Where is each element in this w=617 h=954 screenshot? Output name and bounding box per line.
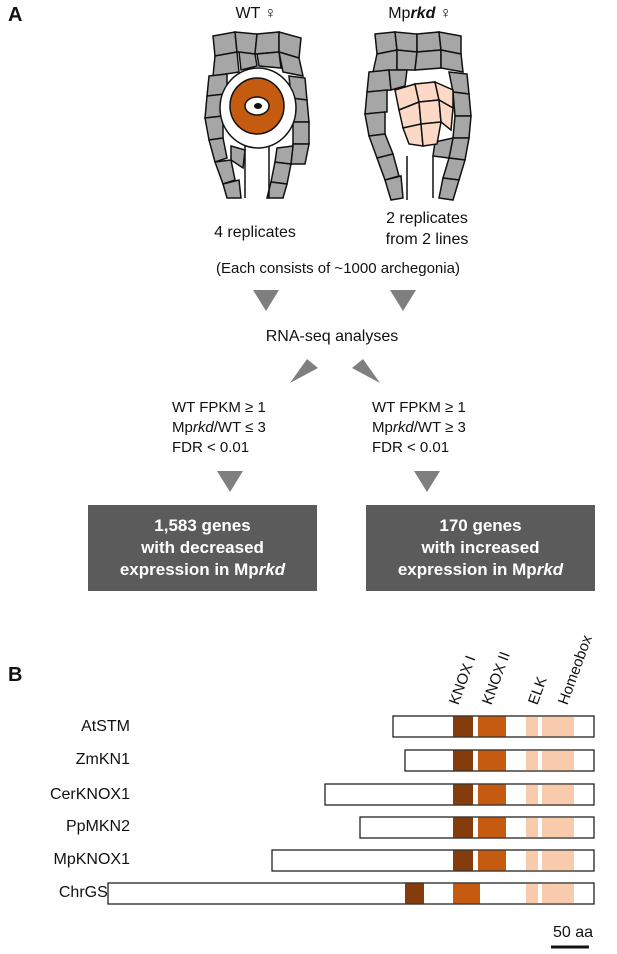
decreased-genes-box: 1,583 genes with decreased expression in… xyxy=(88,505,317,591)
mutant-replicates: 2 replicates from 2 lines xyxy=(385,210,469,248)
wt-label: WT ♀ xyxy=(235,5,277,22)
protein-label-ppmkn2: PpMKN2 xyxy=(65,818,130,835)
flow-arrows xyxy=(217,290,440,492)
wt-archegonium-illustration xyxy=(204,31,310,199)
protein-label-zmkn1: ZmKN1 xyxy=(75,751,130,768)
increased-genes-box: 170 genes with increased expression in M… xyxy=(366,505,595,591)
arrow-right-branch xyxy=(352,359,380,383)
protein-bar-mpknox1 xyxy=(271,849,595,872)
protein-label-cerknox1: CerKNOX1 xyxy=(49,786,130,803)
panel-b-letter: B xyxy=(8,664,23,686)
protein-label-mpknox1: MpKNOX1 xyxy=(53,851,130,868)
panel-a-letter: A xyxy=(8,4,23,26)
scale-bar-label: 50 aa xyxy=(553,924,594,941)
protein-bar-zmkn1 xyxy=(404,749,595,772)
protein-bar-cerknox1 xyxy=(324,783,595,806)
arrow-wt-down xyxy=(253,290,279,311)
arrow-mut-down xyxy=(390,290,416,311)
arrow-right-result xyxy=(414,471,440,492)
domain-label-knox1: KNOX I xyxy=(446,653,480,707)
wt-replicates: 4 replicates xyxy=(214,224,296,241)
protein-label-atstm: AtSTM xyxy=(81,718,130,735)
replicate-note: (Each consists of ~1000 archegonia) xyxy=(216,260,460,277)
domain-label-homeobox: Homeobox xyxy=(555,633,596,707)
arrow-left-branch xyxy=(290,359,318,383)
arrow-left-result xyxy=(217,471,243,492)
mutant-label: Mprkd ♀ xyxy=(388,5,452,22)
protein-bar-atstm xyxy=(392,715,595,738)
protein-bar-chrgsm1 xyxy=(107,882,595,905)
mutant-archegonium-illustration xyxy=(364,31,472,201)
domain-label-knox2: KNOX II xyxy=(479,649,514,707)
protein-domain-diagram xyxy=(107,715,595,949)
left-criteria: WT FPKM ≥ 1 Mprkd/WT ≤ 3 FDR < 0.01 xyxy=(172,399,266,456)
protein-bar-ppmkn2 xyxy=(359,816,595,839)
right-criteria: WT FPKM ≥ 1 Mprkd/WT ≥ 3 FDR < 0.01 xyxy=(372,399,466,456)
analysis-label: RNA-seq analyses xyxy=(265,328,399,345)
